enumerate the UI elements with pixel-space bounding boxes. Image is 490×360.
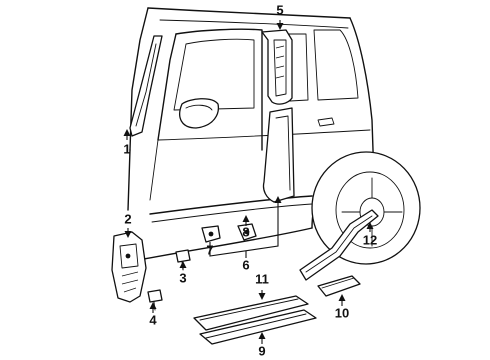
front-window — [173, 38, 255, 111]
lower-body-line — [127, 227, 313, 263]
callout-1: 1 — [123, 141, 130, 156]
screw-head — [175, 249, 191, 263]
b-pillar-lower-edge — [275, 115, 291, 191]
callout-9: 9 — [258, 343, 265, 358]
callout-5: 5 — [276, 2, 283, 17]
rear-scuff-body — [317, 275, 361, 297]
front-door-rear-edge — [149, 139, 159, 201]
leader-12-arrowhead — [366, 222, 374, 229]
front-door-front-edge — [157, 33, 177, 141]
quarter-window — [313, 29, 359, 101]
belt-line — [157, 129, 371, 141]
kick-panel-hole — [125, 253, 131, 259]
leader-5-arrowhead — [276, 23, 284, 30]
a-pillar-edge — [135, 43, 157, 127]
part-a-pillar-trim — [129, 35, 163, 137]
leader-8-arrowhead — [242, 215, 250, 222]
clip-7-hole — [208, 231, 214, 237]
leader-6-arrowhead — [274, 196, 282, 203]
rim-spokes — [341, 177, 403, 247]
part-rear-sill-trim — [299, 209, 379, 281]
scuff-plate-upper — [193, 295, 309, 331]
leader-lines — [123, 20, 374, 344]
part-clip-7 — [201, 225, 221, 243]
callout-6: 6 — [242, 257, 249, 272]
push-clip-head — [147, 289, 163, 303]
leader-4-arrowhead — [149, 302, 157, 309]
leader-2-arrowhead — [124, 231, 132, 238]
part-clip-8 — [237, 223, 257, 241]
roof-inner-line — [159, 19, 349, 29]
callout-3: 3 — [179, 270, 186, 285]
leader-6-bracket — [209, 200, 279, 257]
callout-8: 8 — [242, 224, 249, 239]
kick-panel-hatch — [121, 271, 139, 293]
part-front-scuff-plate — [193, 295, 317, 345]
b-pillar-lower-panel — [262, 107, 295, 203]
leader-3-arrowhead — [179, 261, 187, 268]
rear-tire — [311, 151, 421, 265]
body-front-lower — [127, 149, 131, 211]
b-pillar-upper-hatch — [275, 45, 285, 79]
rear-sill-edge — [305, 215, 373, 273]
part-kick-panel — [111, 231, 147, 303]
leader-10-arrowhead — [338, 294, 346, 301]
callout-12: 12 — [363, 232, 377, 247]
part-b-pillar-lower-trim — [262, 107, 295, 203]
mirror-detail — [185, 104, 213, 111]
leader-1-arrowhead — [123, 129, 131, 136]
b-pillar-upper-panel — [261, 29, 293, 105]
front-door-frame — [175, 28, 263, 151]
rear-scuff-edge — [321, 277, 355, 289]
a-pillar-panel — [129, 35, 163, 137]
scuff-plate-lower-edge — [205, 313, 307, 339]
callout-11: 11 — [255, 271, 269, 286]
door-handle — [317, 117, 335, 127]
b-pillar-upper-inner — [273, 39, 287, 97]
part-b-pillar-upper-trim — [261, 29, 293, 105]
rear-rim — [335, 171, 405, 249]
callout-2: 2 — [124, 211, 131, 226]
callout-4: 4 — [149, 312, 157, 327]
callout-10: 10 — [335, 305, 349, 320]
vehicle-body — [127, 7, 421, 265]
rocker-lower-line — [151, 203, 313, 223]
leader-9-arrowhead — [258, 332, 266, 339]
leader-11-arrowhead — [258, 293, 266, 300]
rocker-line — [149, 195, 313, 215]
scuff-plate-edge — [199, 298, 299, 321]
roof-line — [147, 7, 351, 19]
side-mirror — [179, 98, 220, 129]
part-rear-scuff-plate — [317, 275, 361, 297]
front-edge — [129, 7, 149, 151]
kick-panel-inset — [119, 243, 139, 269]
clip-8-hole — [244, 229, 250, 235]
callout-labels: 1 2 3 4 5 6 7 8 9 10 11 12 — [123, 2, 377, 358]
callout-7: 7 — [206, 242, 213, 257]
